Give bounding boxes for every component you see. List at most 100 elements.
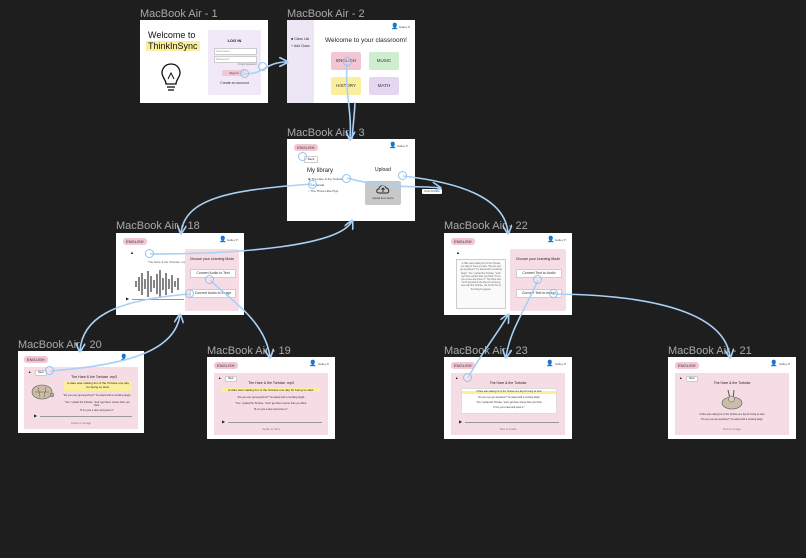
avatar-icon[interactable]: 👤 <box>547 237 555 243</box>
connection-wire <box>467 315 508 379</box>
connection-handle[interactable] <box>398 171 407 180</box>
frame-macbook-air-19[interactable]: ENGLISH 👤 Hailey P ▲ Back The Hare & the… <box>207 357 335 439</box>
avatar-icon[interactable]: 👤 <box>389 143 397 149</box>
avatar-icon[interactable]: 👤 <box>309 361 317 367</box>
connection-wire <box>49 315 180 372</box>
connection-handle[interactable] <box>45 366 54 375</box>
login-title: LOG IN <box>227 38 242 43</box>
audio-progress-track[interactable] <box>465 422 559 423</box>
subject-chip[interactable]: ENGLISH <box>451 362 475 369</box>
connection-handle[interactable] <box>298 152 307 161</box>
frame-macbook-air-21[interactable]: ENGLISH 👤 Hailey P ▲ Back The Hare & the… <box>668 357 796 439</box>
audio-progress-track[interactable] <box>40 416 132 417</box>
mode-footer: Text to Audio <box>499 427 517 431</box>
avatar-icon[interactable]: 👤 <box>120 355 128 361</box>
subject-card-math[interactable]: MATH <box>369 77 399 95</box>
subject-card-music[interactable]: MUSIC <box>369 52 399 70</box>
lightbulb-icon <box>161 63 181 91</box>
back-arrow-icon[interactable]: ▲ <box>456 250 460 255</box>
connection-handle[interactable] <box>240 69 249 78</box>
sidebar-item-label: Add Class <box>293 44 310 48</box>
sidebar-item-class-list[interactable]: ■ Class List <box>291 37 309 41</box>
highlighted-sentence: A Hare was making fun of the Tortoise on… <box>222 388 320 392</box>
audio-progress-track[interactable] <box>132 299 184 300</box>
frame-macbook-air-23[interactable]: ENGLISH 👤 Hailey P ▲ The Hare & the Tort… <box>444 357 572 439</box>
subject-chip[interactable]: ENGLISH <box>123 238 147 245</box>
avatar-icon[interactable]: 👤 <box>391 24 399 30</box>
back-arrow-icon[interactable]: ▲ <box>679 376 683 380</box>
frame-label-1[interactable]: MacBook Air - 1 <box>140 8 218 20</box>
avatar-icon[interactable]: 👤 <box>219 237 227 243</box>
connection-handle[interactable] <box>463 373 472 382</box>
audio-progress-track[interactable] <box>228 422 322 423</box>
subject-chip[interactable]: ENGLISH <box>214 362 238 369</box>
user-name: Hailey P <box>779 362 791 366</box>
class-list-icon: ■ <box>291 37 294 41</box>
username-input[interactable]: Username <box>214 48 257 55</box>
back-button[interactable]: Back <box>225 376 237 382</box>
password-input[interactable]: Password <box>214 56 257 63</box>
library-item[interactable]: ○ The Three Little Pigs <box>308 189 338 193</box>
play-icon[interactable]: ▶ <box>34 413 38 418</box>
back-arrow-icon[interactable]: ▲ <box>130 250 134 255</box>
back-arrow-icon[interactable]: ▲ <box>28 370 32 374</box>
frame-macbook-air-20[interactable]: ENGLISH 👤 ▲ Back The Hare & the Tortoise… <box>18 351 144 433</box>
upload-title: Upload <box>375 167 391 173</box>
story-title: The Hare & the Tortoise .mp3 <box>71 375 117 379</box>
story-title: The Hare & the Tortoise .mp3 <box>248 381 294 385</box>
avatar-icon[interactable]: 👤 <box>546 361 554 367</box>
connection-handle[interactable] <box>308 180 317 189</box>
story-title: The Hare & the Tortoise <box>713 381 751 385</box>
content-panel: ▲ The Hare & the Tortoise A Hare was mak… <box>451 373 565 435</box>
library-title: My library <box>307 168 334 174</box>
signin-button[interactable]: Sign in <box>222 70 246 76</box>
connection-handle[interactable] <box>533 275 542 284</box>
welcome-line1: Welcome to <box>148 30 196 40</box>
frame-macbook-air-3[interactable]: ENGLISH Back 👤 Hailey P My library ◉ The… <box>287 139 415 221</box>
back-arrow-icon[interactable]: ▲ <box>218 376 222 380</box>
connection-wire <box>80 293 191 351</box>
user-name: Hailey P <box>555 362 567 366</box>
create-account-link[interactable]: Create an account <box>220 81 249 85</box>
subject-card-history[interactable]: HISTORY <box>331 77 361 95</box>
frame-macbook-air-1[interactable]: Welcome to ThinkInSync LOG IN Username P… <box>140 20 268 103</box>
story-line: I'll run you a race and prove it." <box>493 407 525 409</box>
avatar-icon[interactable]: 👤 <box>770 361 778 367</box>
connection-handle[interactable] <box>185 289 194 298</box>
story-line: "Do you ever get anywhere?" he asked wit… <box>700 419 764 421</box>
highlighted-sentence: A Hare was making fun of the Tortoise on… <box>64 381 132 391</box>
connection-handle[interactable] <box>549 289 558 298</box>
back-button[interactable]: Back <box>686 376 698 382</box>
mode-footer: Audio to Text <box>262 427 280 431</box>
connection-handle[interactable] <box>342 174 351 183</box>
library-item[interactable]: ◉ The Hare & the Tortoise <box>308 177 343 181</box>
forgot-password-link[interactable]: Forgot password <box>238 63 257 66</box>
sidebar-item-add-class[interactable]: + Add Class <box>291 44 310 48</box>
connection-handle[interactable] <box>343 57 352 66</box>
play-icon[interactable]: ▶ <box>459 419 463 424</box>
connection-wire <box>351 101 356 140</box>
subject-chip[interactable]: ENGLISH <box>451 238 475 245</box>
tortoise-illustration-icon <box>31 384 54 400</box>
user-name: Hailey P <box>399 25 411 29</box>
classroom-title: Welcome to your classroom! <box>325 37 407 44</box>
subject-chip[interactable]: ENGLISH <box>24 356 48 363</box>
story-line: A Hare was making fun of the Tortoise on… <box>462 391 556 395</box>
play-icon[interactable]: ▶ <box>222 419 226 424</box>
connection-handle[interactable] <box>205 275 214 284</box>
learning-mode-panel: Choose your Learning Mode Convert Text t… <box>510 249 566 311</box>
frame-label-2[interactable]: MacBook Air - 2 <box>287 8 365 20</box>
subject-chip[interactable]: ENGLISH <box>675 362 699 369</box>
connection-handle[interactable] <box>258 62 267 71</box>
upload-from-device-label: Upload from device <box>372 197 394 200</box>
brand-name: ThinkInSync <box>146 41 200 51</box>
play-icon[interactable]: ▶ <box>126 296 130 301</box>
connection-handle[interactable] <box>145 249 154 258</box>
frame-macbook-air-22[interactable]: ENGLISH 👤 Hailey P ▲ A Hare was making f… <box>444 233 572 315</box>
back-arrow-icon[interactable]: ▲ <box>455 376 459 380</box>
subject-chip[interactable]: ENGLISH <box>294 144 318 151</box>
sidebar: ■ Class List + Add Class <box>287 20 314 103</box>
connection-wire <box>209 279 270 357</box>
connection-wire <box>149 221 352 255</box>
